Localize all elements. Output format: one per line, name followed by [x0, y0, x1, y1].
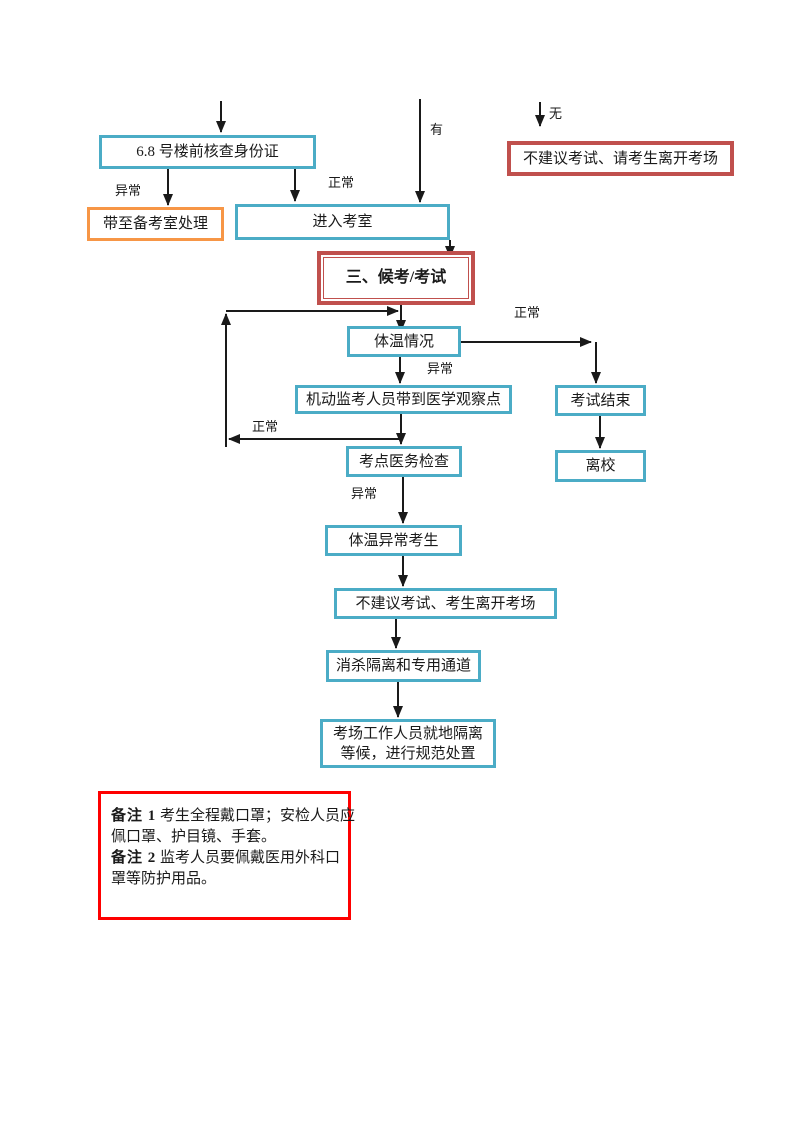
node-abnormal-student-label: 体温异常考生	[348, 532, 439, 549]
note-1-text-line2: 佩口罩、护目镜、手套。	[111, 829, 277, 845]
note-1-label: 备注 1	[111, 808, 157, 824]
note-paragraph-1: 备注 1 考生全程戴口罩；安检人员应佩口罩、护目镜、手套。	[111, 806, 355, 848]
node-id-check: 6.8 号楼前核查身份证	[99, 135, 316, 169]
node-medical-check: 考点医务检查	[346, 446, 462, 477]
note-1-text-line1: 考生全程戴口罩；安检人员应	[160, 808, 356, 824]
node-backup-room: 带至备考室处理	[87, 207, 224, 241]
node-staff-isolation: 考场工作人员就地隔离 等候，进行规范处置	[320, 719, 496, 768]
node-temperature-label: 体温情况	[373, 333, 434, 350]
node-stage-wait-exam-label: 三、候考/考试	[345, 269, 447, 286]
node-disinfect-channel: 消杀隔离和专用通道	[326, 650, 481, 682]
edge-label-normal-loop: 正常	[252, 419, 279, 434]
edge-label-none: 无	[549, 106, 563, 121]
node-stage-wait-exam: 三、候考/考试	[317, 251, 475, 305]
note-2-text-line2: 罩等防护用品。	[111, 871, 217, 887]
node-abnormal-student: 体温异常考生	[325, 525, 462, 556]
edge-label-has: 有	[430, 122, 444, 137]
node-medical-check-label: 考点医务检查	[358, 453, 449, 470]
node-leave-school-label: 离校	[585, 458, 616, 474]
node-exam-end: 考试结束	[555, 385, 646, 416]
node-stage-wait-exam-frame: 三、候考/考试	[323, 257, 469, 299]
note-2-label: 备注 2	[111, 850, 157, 866]
edge-label-normal-right: 正常	[514, 305, 541, 320]
node-backup-room-label: 带至备考室处理	[102, 216, 208, 232]
node-disinfect-channel-label: 消杀隔离和专用通道	[335, 658, 471, 674]
node-temperature: 体温情况	[347, 326, 461, 357]
note-box: 备注 1 考生全程戴口罩；安检人员应佩口罩、护目镜、手套。 备注 2 监考人员要…	[98, 791, 355, 920]
edge-label-abnormal-id: 异常	[115, 183, 142, 198]
node-enter-room-label: 进入考室	[312, 214, 373, 230]
edge-label-normal-id: 正常	[328, 175, 355, 190]
note-paragraph-2: 备注 2 监考人员要佩戴医用外科口罩等防护用品。	[111, 848, 341, 890]
node-mobile-invigilator-label: 机动监考人员带到医学观察点	[305, 391, 501, 408]
node-staff-isolation-line2: 等候，进行规范处置	[340, 745, 476, 762]
node-enter-room: 进入考室	[235, 204, 450, 240]
node-leave-school: 离校	[555, 450, 646, 482]
node-id-check-label: 6.8 号楼前核查身份证	[136, 144, 279, 160]
node-exam-end-label: 考试结束	[570, 392, 631, 409]
node-mobile-invigilator: 机动监考人员带到医学观察点	[295, 385, 512, 414]
edge-label-abnormal-temp: 异常	[427, 361, 454, 376]
note-2-text-line1: 监考人员要佩戴医用外科口	[160, 850, 341, 866]
node-no-exam-leave-bottom: 不建议考试、考生离开考场	[334, 588, 557, 619]
node-no-exam-leave-top-label: 不建议考试、请考生离开考场	[522, 150, 718, 167]
node-no-exam-leave-top: 不建议考试、请考生离开考场	[507, 141, 734, 176]
node-no-exam-leave-bottom-label: 不建议考试、考生离开考场	[355, 595, 536, 612]
edge-label-abnormal-med: 异常	[351, 486, 378, 501]
node-staff-isolation-line1: 考场工作人员就地隔离	[332, 725, 483, 742]
